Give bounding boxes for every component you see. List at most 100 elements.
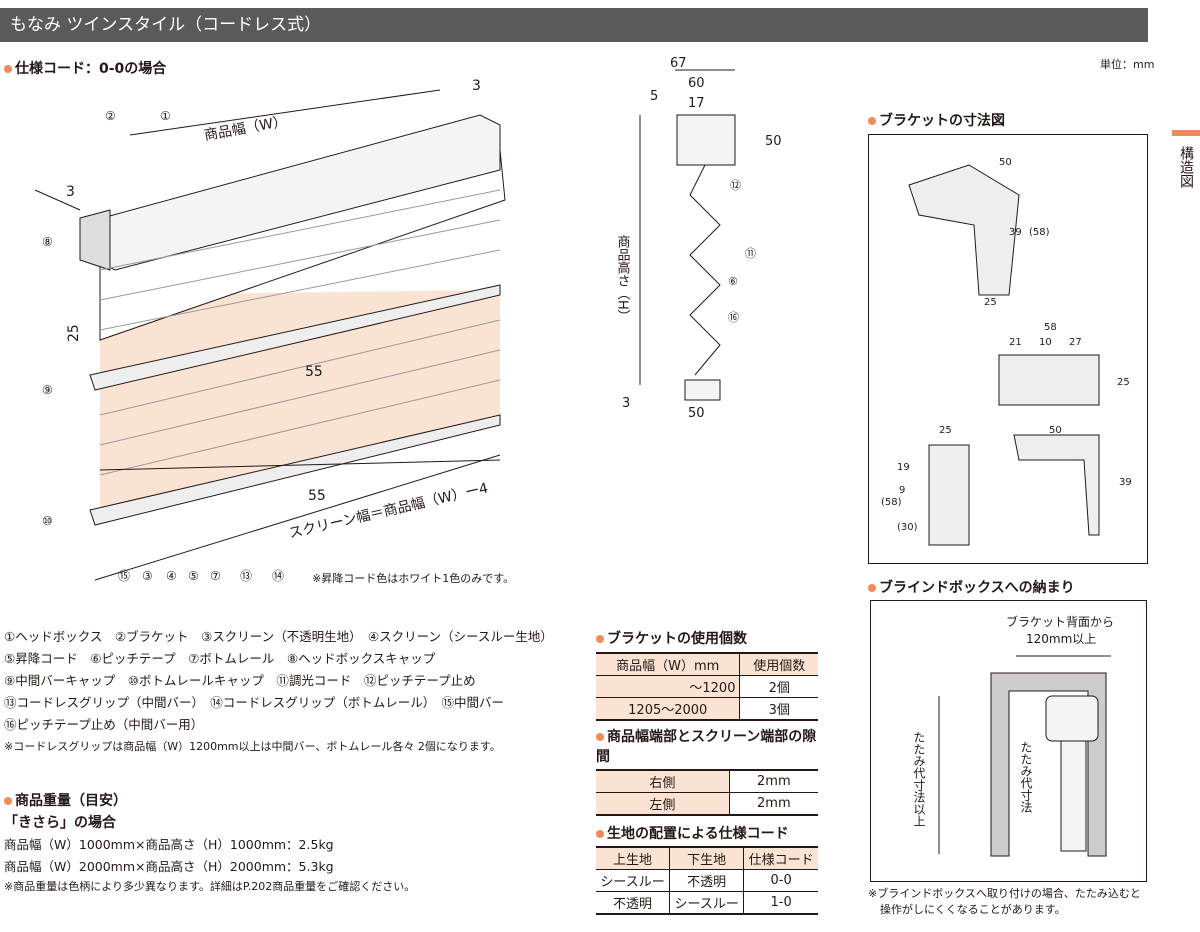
bullet-icon xyxy=(868,584,876,592)
bracket-d30: (30) xyxy=(897,522,918,533)
bullet-icon xyxy=(4,797,12,805)
box-heading: ブラインドボックスへの納まり xyxy=(868,577,1075,597)
legend-3: ⑬コードレスグリップ（中間バー） ⑭コードレスグリップ（ボトムレール） ⑮中間バ… xyxy=(4,695,505,710)
fabric-rows-1-0: 不透明 xyxy=(596,891,670,915)
gap-rows-0-0: 右側 xyxy=(596,769,730,793)
side_diagram-d60: 60 xyxy=(688,76,705,91)
dim-3: 3 xyxy=(66,184,75,200)
bracket-heading: ブラケットの寸法図 xyxy=(879,113,1005,129)
callout-1: ① xyxy=(160,109,171,123)
callout-13: ⑬ xyxy=(240,569,252,583)
callout-15: ⑮ xyxy=(118,569,130,583)
bullet-icon xyxy=(4,65,12,73)
gap-rows-1-1: 2mm xyxy=(728,792,818,816)
callout-8: ⑧ xyxy=(42,235,53,249)
box-heading: ブラインドボックスへの納まり xyxy=(879,580,1075,596)
callout-4: ④ xyxy=(166,569,177,583)
main-structure-diagram: 商品幅（W） 3 3 25 55 55 スクリーン幅＝商品幅（W）ー4 ② ① … xyxy=(34,78,514,585)
box-note: 操作がしにくくなることがあります。 xyxy=(880,903,1066,916)
side_diagram-c6: ⑥ xyxy=(728,275,738,288)
side-tab-marker xyxy=(1172,130,1200,136)
side_diagram-d17: 17 xyxy=(688,96,705,111)
dim-55: 55 xyxy=(305,364,323,380)
weight-heading: 商品重量（目安） xyxy=(15,793,127,809)
bracket_count-headers-1: 使用個数 xyxy=(739,652,818,676)
side_diagram-c16: ⑯ xyxy=(728,311,739,324)
weight-sub: 「きさら」の場合 xyxy=(4,815,116,831)
parts-legend: ①ヘッドボックス ②ブラケット ③スクリーン（不透明生地） ④スクリーン（シース… xyxy=(4,626,553,758)
gap-rows-1-0: 左側 xyxy=(596,792,730,816)
bracket-d10: 10 xyxy=(1039,337,1052,348)
legend_note: ※コードレスグリップは商品幅（W）1200mm以上は中間バー、ボトムレール各々 … xyxy=(4,740,501,753)
fabric-heading: 生地の配置による仕様コード xyxy=(607,826,789,842)
side-tab-label: 構造図 xyxy=(1178,146,1194,188)
page-title: もなみ ツインスタイル（コードレス式） xyxy=(0,8,1148,42)
side_diagram-d50: 50 xyxy=(765,134,782,149)
fabric-rows-0-2: 0-0 xyxy=(743,869,818,892)
bracket-d27: 27 xyxy=(1069,337,1082,348)
callout-2: ② xyxy=(105,109,116,123)
bracket-d58: 58 xyxy=(1044,322,1057,333)
bracket-d9: 9 xyxy=(899,485,905,496)
opaque-screen-area xyxy=(100,290,500,510)
bracket-d25b: 25 xyxy=(939,425,952,436)
cord-color-note: ※昇降コード色はホワイト1色のみです。 xyxy=(312,571,514,585)
spec-heading: 仕様コード：0-0の場合 xyxy=(4,58,166,78)
box-note: ※ブラインドボックスへ取り付けの場合、たたみ込むと xyxy=(868,887,1141,900)
fabric-headers-2: 仕様コード xyxy=(743,846,818,870)
side_diagram-height: 商品高さ（H） xyxy=(615,235,631,323)
bullet-icon xyxy=(868,117,876,125)
legend-4: ⑯ピッチテープ止め（中間バー用） xyxy=(4,717,204,732)
box-inner_label: たたみ代寸法 xyxy=(1019,741,1033,813)
box-left_label: たたみ代寸法以上 xyxy=(912,731,926,827)
fabric-headers-1: 下生地 xyxy=(669,846,744,870)
fabric-rows-1-1: シースルー xyxy=(669,891,744,915)
side-section-diagram: 67 60 17 5 50 商品高さ（H） 3 50 ⑫ ⑪ ⑥ ⑯ xyxy=(615,56,782,421)
callout-5: ⑤ xyxy=(188,569,199,583)
bracket-d58p: (58) xyxy=(1029,227,1050,238)
bracket_count-rows-1-0: 1205～2000 xyxy=(596,697,740,721)
bracket-d50: 50 xyxy=(999,157,1012,168)
dim-3: 3 xyxy=(472,78,481,94)
bracket-d58b: (58) xyxy=(881,497,902,508)
side_diagram-d67: 67 xyxy=(670,56,687,71)
legend-1: ⑤昇降コード ⑥ピッチテープ ⑦ボトムレール ⑧ヘッドボックスキャップ xyxy=(4,651,436,666)
gap-heading: 商品幅端部とスクリーン端部の隙間 xyxy=(596,729,817,765)
bracket_count-headers-0: 商品幅（W）mm xyxy=(596,652,740,676)
blind-box-diagram: ブラケット背面から 120mm以上 たたみ代寸法以上 たたみ代寸法 xyxy=(870,600,1147,882)
bracket_count-heading: ブラケットの使用個数 xyxy=(607,631,747,647)
weight-lines-1: 商品幅（W）2000mm×商品高さ（H）2000mm：5.3kg xyxy=(4,859,334,874)
callout-9: ⑨ xyxy=(42,383,53,397)
bullet-icon xyxy=(596,733,604,741)
side_diagram-d5: 5 xyxy=(650,89,658,104)
box-top_label_2: 120mm以上 xyxy=(1026,632,1096,646)
bracket-d50b: 50 xyxy=(1049,425,1062,436)
fabric-rows-0-1: 不透明 xyxy=(669,869,744,892)
unit-label: 単位：mm xyxy=(1100,58,1155,71)
legend-0: ①ヘッドボックス ②ブラケット ③スクリーン（不透明生地） ④スクリーン（シース… xyxy=(4,629,553,644)
bullet-icon xyxy=(596,830,604,838)
bracket_count-rows-0-1: 2個 xyxy=(739,675,818,698)
bracket_count-rows-0-0: ～1200 xyxy=(596,675,740,698)
weight-section: 商品重量（目安） 「きさら」の場合 商品幅（W）1000mm×商品高さ（H）10… xyxy=(4,790,415,894)
bracket-d21: 21 xyxy=(1009,337,1022,348)
fabric-headers-0: 上生地 xyxy=(596,846,670,870)
dim-55: 55 xyxy=(308,488,326,504)
dim-25: 25 xyxy=(66,324,82,342)
callout-3: ③ xyxy=(142,569,153,583)
callout-7: ⑦ xyxy=(210,569,221,583)
bracket-dimension-diagram: 50 39 (58) 25 58 21 10 27 25 25 50 19 9 … xyxy=(881,157,1132,546)
bracket-d19: 19 xyxy=(897,462,910,473)
side_diagram-c12: ⑫ xyxy=(730,179,741,192)
side_diagram-d50b: 50 xyxy=(688,406,705,421)
spec_heading: 仕様コード：0-0の場合 xyxy=(15,61,167,77)
callout-10: ⑩ xyxy=(42,514,53,528)
bracket_count-rows-1-1: 3個 xyxy=(739,697,818,721)
weight-note: ※商品重量は色柄により多少異なります。詳細はP.202商品重量をご確認ください。 xyxy=(4,880,416,893)
side_diagram-c11: ⑪ xyxy=(745,247,756,260)
